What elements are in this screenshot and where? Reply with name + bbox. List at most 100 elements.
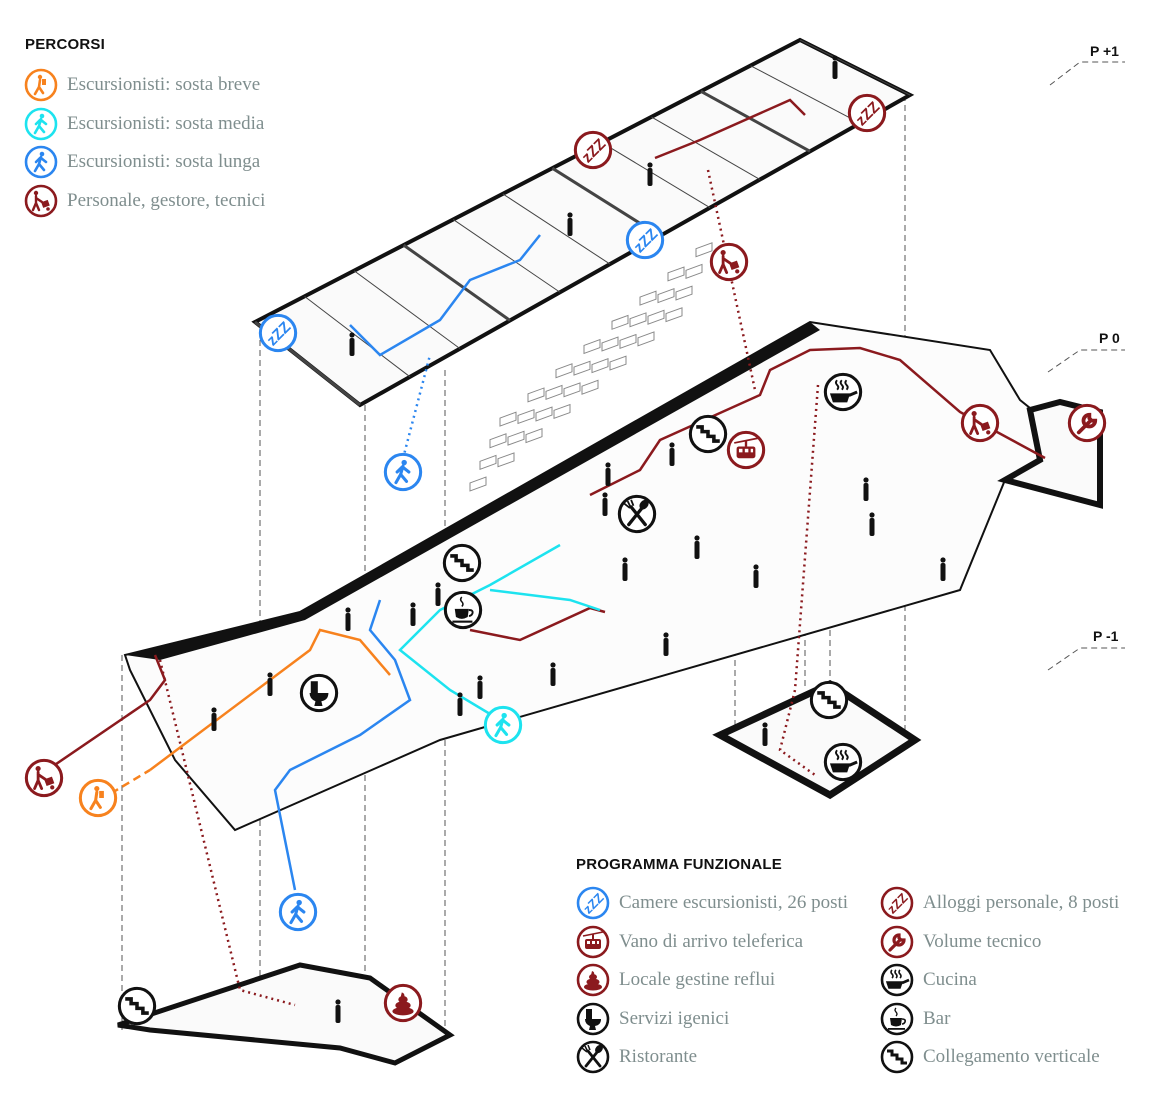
programma-title: PROGRAMMA FUNZIONALE [576, 856, 782, 873]
stairs-icon [880, 1041, 914, 1074]
partition-wall [750, 65, 861, 124]
table [611, 314, 629, 330]
lower-floor-plate-east [712, 680, 922, 800]
table [685, 263, 703, 279]
table [639, 290, 657, 306]
level-marker-line [1047, 349, 1125, 373]
table [695, 242, 713, 258]
floor-label-lower: P -1 [1093, 628, 1119, 644]
person-silhouette [605, 462, 611, 486]
level-marker-line [1047, 647, 1125, 671]
programma-legend-item: Vano di arrivo teleferica [576, 924, 803, 960]
person-silhouette [349, 332, 355, 356]
legend-label: Servizi igenici [619, 1007, 730, 1029]
person-silhouette [457, 692, 463, 716]
route-orange [99, 768, 151, 802]
zzz-icon-marker: zZZ [625, 220, 665, 260]
person-silhouette [410, 602, 416, 626]
route-staff-top [589, 346, 1046, 497]
legend-label: Escursionisti: sosta breve [67, 74, 261, 95]
route-blue [273, 599, 412, 891]
table [675, 285, 693, 301]
table [581, 379, 599, 395]
route-blue-upper [349, 234, 541, 357]
person-silhouette [694, 535, 700, 559]
walker-icon [24, 107, 58, 140]
table [499, 411, 517, 427]
wrench-icon-marker [1067, 403, 1107, 443]
stairs-icon-marker [688, 414, 728, 454]
person-silhouette [602, 492, 608, 516]
zzz-icon: zZZ [880, 886, 914, 920]
zzz-icon-marker: zZZ [573, 130, 613, 170]
person-silhouette [753, 564, 759, 588]
legend-label: Vano di arrivo teleferica [619, 930, 804, 952]
person-silhouette [869, 512, 875, 536]
table [497, 452, 515, 468]
person-silhouette [567, 212, 573, 236]
legend-label: Ristorante [619, 1046, 698, 1068]
pan-icon [880, 963, 914, 997]
hiker-icon [24, 68, 58, 102]
legend-label: Personale, gestore, tecnici [67, 189, 266, 211]
person-silhouette [211, 707, 217, 731]
cup-icon [880, 1002, 914, 1036]
toilet-icon-marker [299, 673, 339, 713]
route-cyan-2 [489, 588, 601, 612]
table [619, 333, 637, 350]
pan-icon-marker [823, 372, 863, 412]
route-blue-dotted [398, 354, 432, 471]
hiker-icon-marker [78, 778, 118, 818]
walker-icon-marker [483, 705, 523, 745]
programma-legend-item: Volume tecnico [880, 924, 1041, 960]
waste-icon-marker [383, 983, 423, 1023]
table [489, 433, 507, 449]
table [563, 382, 581, 398]
partition-wall [700, 89, 811, 153]
table [545, 384, 563, 400]
percorsi-title: PERCORSI [25, 36, 105, 53]
person-silhouette [669, 442, 675, 466]
person-silhouette [863, 477, 869, 501]
table [609, 355, 627, 371]
hand-truck-icon-marker [709, 242, 749, 282]
percorsi-legend-item: Personale, gestore, tecnici [24, 183, 265, 219]
walker-icon-marker [278, 892, 318, 932]
percorsi-legend-item: Escursionisti: sosta media [24, 106, 264, 142]
partition-wall [452, 219, 561, 293]
walker-icon [24, 145, 58, 179]
table [479, 454, 497, 470]
toilet-icon [576, 1002, 610, 1036]
table [647, 309, 665, 325]
person-silhouette [832, 55, 838, 79]
legend-label: Collegamento verticale [923, 1046, 1100, 1068]
table [591, 358, 609, 374]
ground-floor-plate [123, 320, 1101, 832]
legend-label: Volume tecnico [923, 930, 1042, 952]
hand-truck-icon-marker [24, 758, 64, 798]
programma-legend-item: Locale gestine reflui [576, 962, 775, 998]
cable-car-icon [576, 925, 610, 958]
table [535, 406, 553, 422]
legend-label: Cucina [923, 969, 977, 991]
partition-wall [799, 39, 911, 96]
hand-truck-icon-marker [960, 403, 1000, 443]
partition-wall [651, 116, 761, 180]
legend-label: Locale gestine reflui [619, 969, 776, 991]
table [637, 331, 655, 347]
legend-label: Bar [923, 1007, 951, 1029]
programma-legend-item: Ristorante [576, 1039, 697, 1075]
table [507, 430, 525, 446]
programma-legend-item: Servizi igenici [576, 1001, 729, 1037]
zzz-icon: zZZ [576, 886, 610, 920]
route-staff-dotted-3 [778, 384, 820, 777]
table [667, 266, 685, 282]
zzz-icon-marker: zZZ [847, 93, 887, 133]
floor-label-ground: P 0 [1099, 330, 1120, 346]
legend-label: Escursionisti: sosta lunga [67, 151, 261, 172]
person-silhouette [647, 162, 653, 186]
